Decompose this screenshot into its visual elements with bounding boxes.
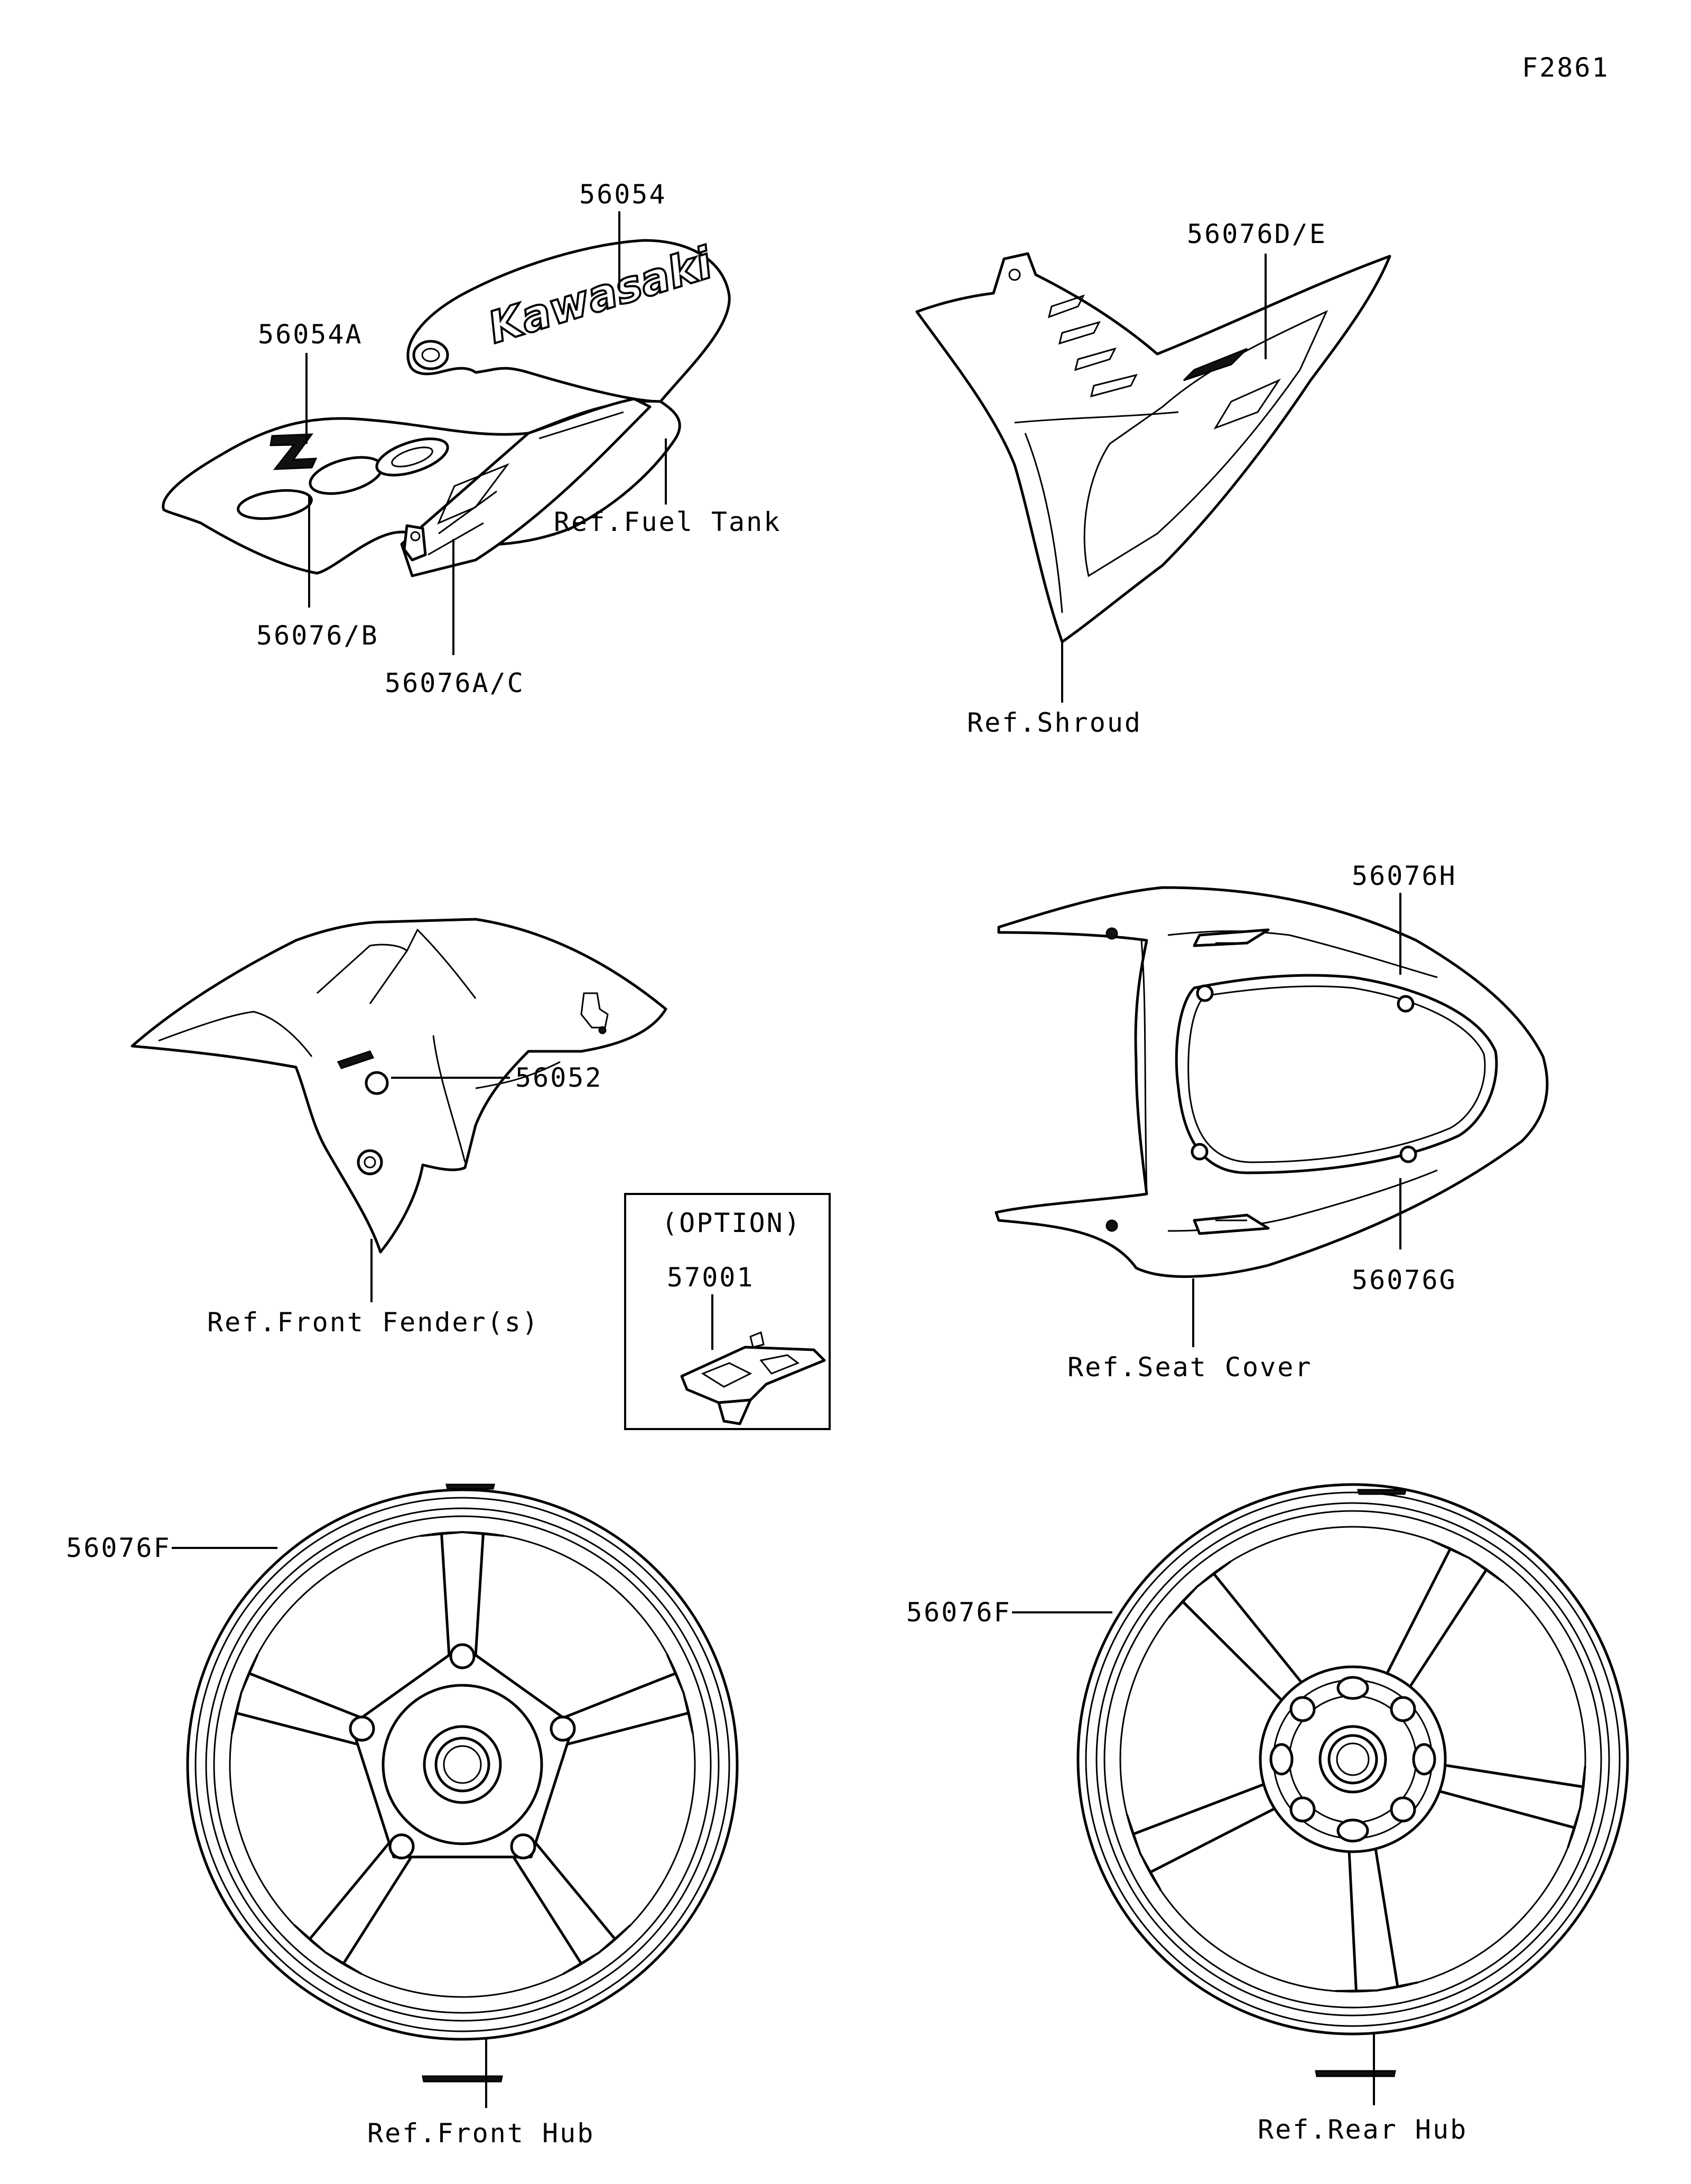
spoke-tip (1567, 1766, 1586, 1848)
label-ref-front-fender: Ref.Front Fender(s) (207, 1307, 540, 1338)
label-57001: 57001 (667, 1262, 755, 1293)
label-ref-fuel-tank: Ref.Fuel Tank (554, 507, 781, 537)
spoke-line (1348, 1851, 1358, 1992)
diagram-code: F2861 (1522, 52, 1610, 83)
spoke-tip (1430, 1539, 1504, 1583)
label-56076G: 56076G (1352, 1265, 1457, 1295)
label-ref-seat-cover: Ref.Seat Cover (1067, 1352, 1312, 1383)
spoke-line (1386, 1547, 1452, 1674)
spoke-tip (1168, 1560, 1232, 1618)
label-56076F-rear: 56076F (906, 1597, 1011, 1628)
label-ref-rear-hub: Ref.Rear Hub (1258, 2114, 1467, 2145)
spoke-tip (1126, 1814, 1162, 1891)
spoke-line (1132, 1783, 1265, 1836)
fuel-tank-drawing: Kawasaki (162, 237, 731, 577)
front-wheel-drawing (186, 1483, 739, 2083)
rear-wheel-drawing (1076, 1483, 1629, 2077)
spoke-tip (231, 1654, 259, 1734)
spoke-tip (293, 1924, 363, 1975)
spoke-tip (562, 1924, 631, 1975)
label-56076DE: 56076D/E (1187, 219, 1327, 249)
spoke-line (1212, 1572, 1303, 1684)
label-56076F-front: 56076F (66, 1533, 171, 1563)
spoke-line (1181, 1600, 1283, 1701)
spoke-line (1149, 1807, 1276, 1874)
spoke-tip (421, 1530, 504, 1537)
spoke-line (1439, 1790, 1576, 1830)
spoke-line (1409, 1568, 1488, 1687)
label-56076AC: 56076A/C (385, 668, 525, 698)
seat-cover-drawing (995, 886, 1549, 1278)
label-56052: 56052 (515, 1062, 603, 1093)
front-fender-drawing (131, 918, 667, 1254)
option-part-drawing (680, 1331, 826, 1425)
label-56076H: 56076H (1352, 861, 1457, 891)
spoke-tip (1335, 1981, 1418, 1992)
label-56076B: 56076/B (256, 620, 379, 651)
option-box (624, 1193, 831, 1430)
spoke-tip (666, 1654, 694, 1734)
shroud-drawing (915, 252, 1391, 643)
label-56054: 56054 (579, 179, 667, 210)
label-56054A: 56054A (258, 319, 363, 350)
spoke-line (1445, 1763, 1584, 1788)
spoke-line (1374, 1849, 1399, 1988)
label-ref-front-hub: Ref.Front Hub (367, 2118, 594, 2149)
option-title: (OPTION) (662, 1208, 802, 1238)
label-ref-shroud: Ref.Shroud (967, 707, 1142, 738)
